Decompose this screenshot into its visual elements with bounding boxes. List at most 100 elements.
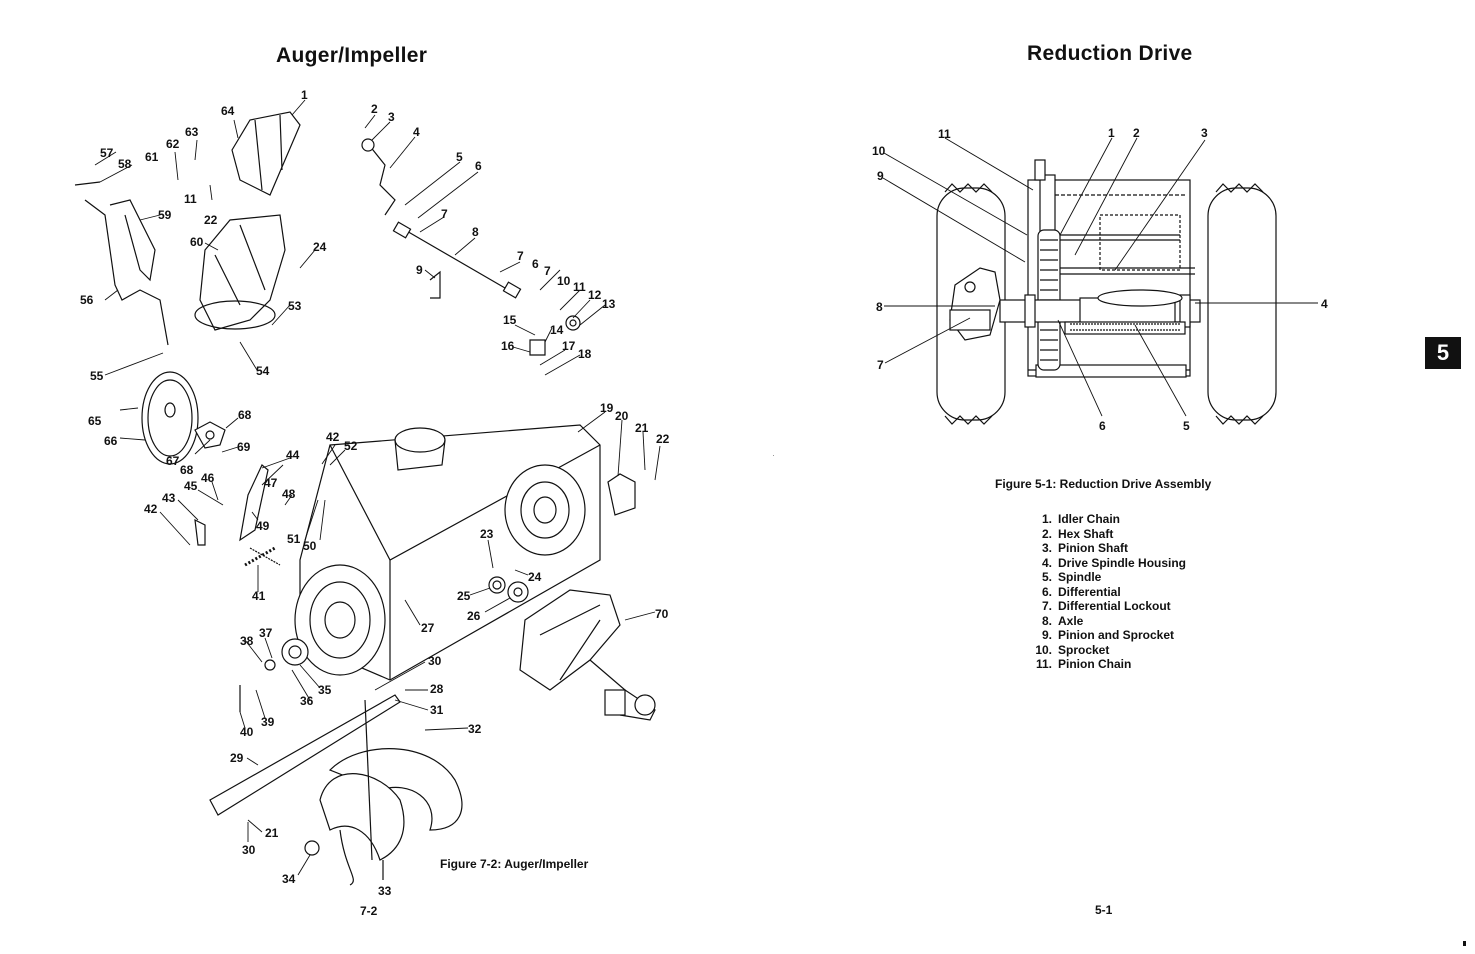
callout-35: 35 bbox=[318, 683, 332, 697]
callout-2: 2 bbox=[371, 102, 378, 116]
callout-1: 1 bbox=[301, 88, 308, 102]
callout-3: 3 bbox=[388, 110, 395, 124]
callout-23: 23 bbox=[480, 527, 494, 541]
callout-66: 66 bbox=[104, 434, 118, 448]
callout-7: 7 bbox=[877, 358, 884, 372]
callout-6: 6 bbox=[1099, 419, 1106, 433]
list-item: 9.Pinion and Sprocket bbox=[1041, 628, 1175, 642]
list-item: 4.Drive Spindle Housing bbox=[1041, 555, 1187, 570]
list-item: 8.Axle bbox=[1041, 613, 1084, 628]
callout-68: 68 bbox=[238, 408, 252, 422]
callout-61: 61 bbox=[145, 150, 159, 164]
callout-47: 47 bbox=[264, 476, 278, 490]
callout-18: 18 bbox=[578, 347, 592, 361]
callout-30b: 30 bbox=[242, 843, 256, 857]
callout-43: 43 bbox=[162, 491, 176, 505]
callout-49: 49 bbox=[256, 519, 270, 533]
callout-30: 30 bbox=[428, 654, 442, 668]
callout-40: 40 bbox=[240, 725, 254, 739]
callout-41: 41 bbox=[252, 589, 266, 603]
callout-55: 55 bbox=[90, 369, 104, 383]
callout-42: 42 bbox=[326, 430, 340, 444]
callout-21b: 21 bbox=[265, 826, 279, 840]
callout-7: 7 bbox=[441, 207, 448, 221]
callout-19: 19 bbox=[600, 401, 614, 415]
page-gutter-mark bbox=[773, 455, 774, 456]
callout-58: 58 bbox=[118, 157, 132, 171]
callout-22: 22 bbox=[656, 432, 670, 446]
list-item: 5.Spindle bbox=[1041, 570, 1102, 584]
corner-mark bbox=[1463, 941, 1466, 946]
callout-33: 33 bbox=[378, 884, 392, 898]
list-item: 7.Differential Lockout bbox=[1041, 599, 1171, 613]
callout-31: 31 bbox=[430, 703, 444, 717]
callout-5: 5 bbox=[456, 150, 463, 164]
callout-4: 4 bbox=[1321, 297, 1328, 311]
callout-42b: 42 bbox=[144, 502, 158, 516]
callout-68b: 68 bbox=[180, 463, 194, 477]
callout-48: 48 bbox=[282, 487, 296, 501]
callout-22b: 22 bbox=[204, 213, 218, 227]
callout-13: 13 bbox=[602, 297, 616, 311]
callout-25: 25 bbox=[457, 589, 471, 603]
callout-21: 21 bbox=[635, 421, 649, 435]
callout-8: 8 bbox=[472, 225, 479, 239]
callout-11: 11 bbox=[573, 280, 586, 294]
callout-17: 17 bbox=[562, 339, 576, 353]
list-item: 6.Differential bbox=[1041, 584, 1121, 599]
callout-6b: 6 bbox=[532, 257, 539, 271]
callout-9: 9 bbox=[416, 263, 423, 277]
callout-10: 10 bbox=[872, 144, 886, 158]
callout-2: 2 bbox=[1133, 126, 1140, 140]
callout-9: 9 bbox=[877, 169, 884, 183]
page-number: 7-2 bbox=[360, 904, 378, 918]
right-page: Reduction Drive bbox=[740, 0, 1475, 954]
list-item: 10.Sprocket bbox=[1035, 642, 1110, 657]
callout-64: 64 bbox=[221, 104, 235, 118]
callout-46: 46 bbox=[201, 471, 215, 485]
callout-29: 29 bbox=[230, 751, 244, 765]
callout-6: 6 bbox=[475, 159, 482, 173]
callout-54: 54 bbox=[256, 364, 270, 378]
callout-50: 50 bbox=[303, 539, 317, 553]
reduction-drive-diagram: 11 1 2 3 10 9 8 4 7 6 5 bbox=[872, 126, 1328, 433]
callout-12: 12 bbox=[588, 288, 602, 302]
callout-56: 56 bbox=[80, 293, 94, 307]
callout-62: 62 bbox=[166, 137, 180, 151]
callout-20: 20 bbox=[615, 409, 629, 423]
callout-24b: 24 bbox=[313, 240, 327, 254]
page-title: Reduction Drive bbox=[1027, 42, 1193, 65]
auger-impeller-exploded-diagram: 1 2 3 4 5 6 7 8 9 7 6 7 10 11 12 13 15 1… bbox=[74, 88, 670, 898]
callout-38: 38 bbox=[240, 634, 254, 648]
callout-52: 52 bbox=[344, 439, 358, 453]
callout-36: 36 bbox=[300, 694, 314, 708]
page-title: Auger/Impeller bbox=[276, 44, 428, 67]
callout-10: 10 bbox=[557, 274, 571, 288]
callout-45: 45 bbox=[184, 479, 198, 493]
callout-63: 63 bbox=[185, 125, 199, 139]
callout-34: 34 bbox=[282, 872, 296, 886]
callout-67: 67 bbox=[166, 454, 180, 468]
callout-28: 28 bbox=[430, 682, 444, 696]
callout-32: 32 bbox=[468, 722, 482, 736]
callout-11b: 11 bbox=[184, 192, 197, 206]
callout-59: 59 bbox=[158, 208, 172, 222]
callout-70: 70 bbox=[655, 607, 669, 621]
callout-53: 53 bbox=[288, 299, 302, 313]
callout-16: 16 bbox=[501, 339, 515, 353]
callout-26: 26 bbox=[467, 609, 481, 623]
callout-51: 51 bbox=[287, 532, 301, 546]
figure-caption: Figure 5-1: Reduction Drive Assembly bbox=[995, 477, 1212, 491]
callout-14: 14 bbox=[550, 323, 564, 337]
left-page: Auger/Impeller bbox=[74, 44, 670, 918]
callout-7b: 7 bbox=[517, 249, 524, 263]
callout-4: 4 bbox=[413, 125, 420, 139]
callout-3: 3 bbox=[1201, 126, 1208, 140]
callout-44: 44 bbox=[286, 448, 300, 462]
callout-65: 65 bbox=[88, 414, 102, 428]
list-item: 2.Hex Shaft bbox=[1041, 526, 1114, 541]
callout-60: 60 bbox=[190, 235, 204, 249]
list-item: 11.Pinion Chain bbox=[1035, 657, 1132, 671]
callout-7c: 7 bbox=[544, 264, 551, 278]
section-tab: 5 bbox=[1425, 337, 1461, 369]
